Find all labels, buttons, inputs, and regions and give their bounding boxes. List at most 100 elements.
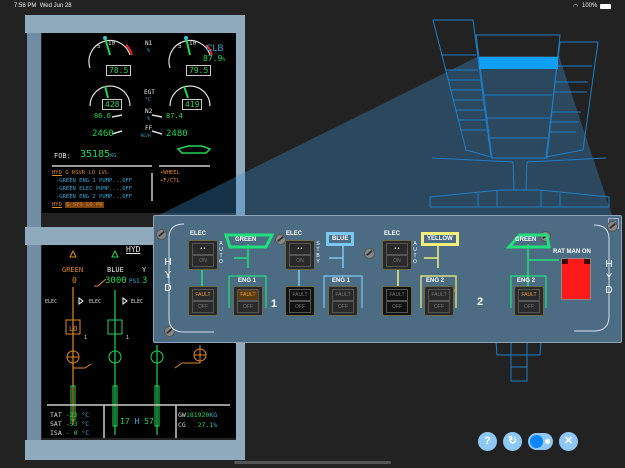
guard-notch [584, 259, 590, 264]
engine-1-number: 1 [271, 298, 278, 310]
psi-label: PSI [129, 278, 140, 285]
selected-panel-highlight [479, 57, 558, 69]
home-indicator[interactable] [234, 461, 391, 464]
toggle-dot [545, 439, 550, 444]
rat-label: RAT MAN ON [553, 249, 591, 255]
upper-ecam-screen: 5 10 5 10 N1 % 78.5 79.5 CLB 87.9% EGT °… [42, 33, 236, 213]
ff-label: FF [145, 125, 153, 132]
battery-icon [600, 4, 611, 9]
eng1-n1-value: 78.5 [106, 65, 132, 76]
eng1-ff-value: 2460 [92, 129, 114, 139]
thrust-mode: CLB [206, 43, 224, 53]
eng2-egt-value: 419 [182, 99, 203, 110]
hyd-page-title: HYD [126, 245, 141, 254]
elec-label: ELEC [190, 231, 207, 237]
help-button[interactable]: ? [478, 432, 497, 451]
battery-percent: 100% [582, 3, 598, 9]
yellow-system-label: YELLOW [421, 232, 459, 246]
cg-row: CG 27.1% [178, 421, 218, 429]
eng2-n2-value: 87.4 [166, 112, 183, 120]
memo-fctl: •F/CTL [160, 178, 180, 184]
eng1-label: ENG 1 [332, 278, 351, 284]
n1-dial-high-2: 10 [189, 40, 197, 47]
screw-icon [607, 221, 618, 232]
eng1-egt-value: 428 [102, 99, 123, 110]
hyd-schematic [47, 249, 230, 438]
elec-label: ELEC [131, 299, 144, 305]
n2-label: N2 [145, 108, 153, 115]
guard-notch [562, 259, 568, 264]
screw-icon [275, 234, 286, 245]
fob-label: FOB: [54, 152, 71, 160]
n1-dial-low: 5 [97, 43, 101, 50]
warning-line: -GREEN ELEC PUMP....OFF [56, 186, 133, 192]
blue-system-label: BLUE [326, 232, 355, 246]
elec-label: ELEC [384, 231, 401, 237]
blue-elec-pump-button[interactable]: • •ON [285, 240, 315, 270]
elec-label: ELEC [286, 231, 303, 237]
lower-ecam-bezel-right [236, 245, 245, 455]
eng2-label: ENG 2 [517, 278, 536, 284]
upper-ecam-bezel-right [236, 33, 245, 228]
n1-dial-high: 10 [108, 40, 116, 47]
close-button[interactable]: ✕ [559, 432, 578, 451]
pump-num: 1 [126, 335, 130, 341]
sat-row: SAT -53 °C [50, 420, 90, 428]
utc-time: 17 H 57 [120, 417, 154, 426]
green-elec-pump-button[interactable]: • •ON [188, 240, 218, 270]
green-system-label: GREEN [235, 237, 257, 243]
eng1-label: ENG 1 [238, 278, 257, 284]
ff-unit: KG/H [141, 133, 151, 138]
n1-label: N1 [145, 40, 153, 47]
isa-row: ISA - 0 °C [50, 429, 90, 437]
tat-row: TAT -23 °C [50, 411, 90, 419]
elec-label: ELEC [45, 299, 58, 305]
elec-label: ELEC [89, 299, 102, 305]
thrust-limit: 87.9% [203, 54, 226, 63]
upper-ecam-frame [25, 15, 245, 33]
eng2-label: ENG 2 [426, 278, 445, 284]
status-date: Wed Jun 28 [39, 3, 72, 9]
warning-hyd-rsvr: HYD G RSVR LO LVL [52, 170, 109, 176]
egt-label: EGT [144, 89, 155, 96]
blue-pressure: 3000 [105, 276, 127, 286]
reset-button[interactable]: ↻ [503, 432, 522, 451]
mode-toggle[interactable] [528, 433, 553, 450]
n1-dial-low-2: 5 [178, 43, 182, 50]
memo-wheel: •WHEEL [160, 170, 180, 176]
screw-icon [364, 248, 375, 259]
n1-unit: % [147, 48, 151, 54]
upper-ecam-bezel [27, 33, 41, 228]
warning-line: -GREEN ENG 2 PUMP...OFF [56, 194, 133, 200]
eng2-ff-value: 2480 [166, 129, 188, 139]
lower-ecam-bottom [25, 440, 245, 460]
engine-2-number: 2 [477, 296, 484, 308]
pump-num: 1 [84, 335, 88, 341]
green-system-label: GREEN [515, 237, 537, 243]
yellow-system-label: Y [142, 266, 147, 274]
gw-row: GW181920KG [178, 411, 218, 419]
yellow-elec-pump-button[interactable]: • •ON [382, 240, 412, 270]
egt-unit: °C [145, 97, 152, 103]
warning-hyd-sys: HYD G SYS LO PR [52, 202, 104, 208]
rat-man-on-guarded-button[interactable] [561, 258, 591, 300]
eng1-n2-value: 86.6 [94, 112, 111, 120]
warning-line: -GREEN ENG 1 PUMP...OFF [56, 178, 133, 184]
eng2-n1-value: 79.5 [186, 65, 212, 76]
n2-unit: % [147, 116, 151, 122]
yellow-pressure: 3 [142, 276, 148, 286]
green-system-label: GREEN [62, 266, 84, 274]
